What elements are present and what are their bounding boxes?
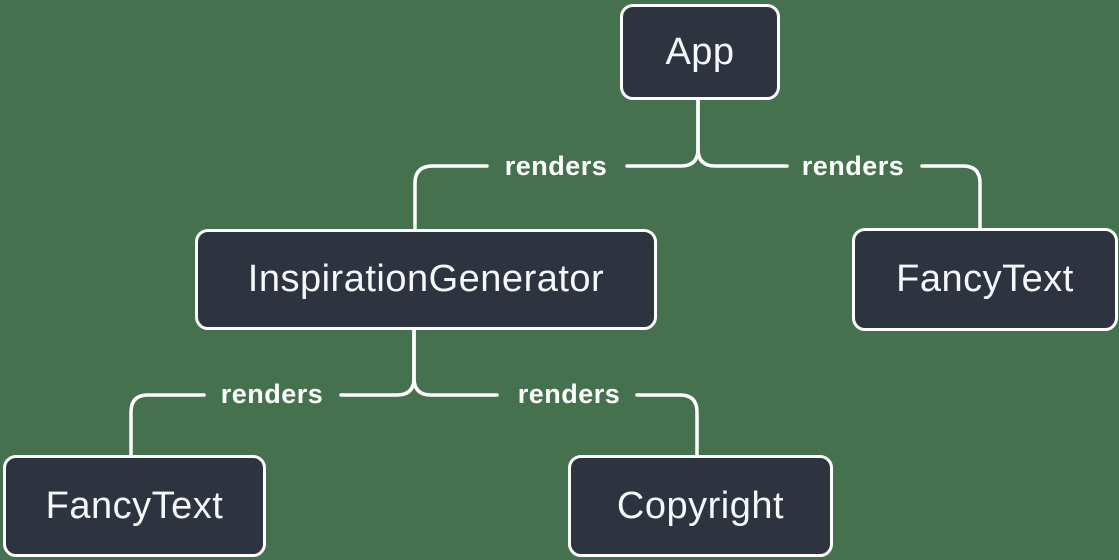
node-copyright-label: Copyright bbox=[616, 484, 785, 527]
edge-inspiration-fancytext-segment bbox=[129, 393, 206, 457]
edge-inspiration-copyright-segment bbox=[635, 393, 699, 457]
edge-app-inspiration-segment bbox=[625, 98, 700, 168]
node-app-label: App bbox=[665, 30, 735, 73]
node-fancy-text-top-right-label: FancyText bbox=[896, 258, 1074, 300]
edge-inspiration-fancytext-segment bbox=[339, 328, 416, 397]
edge-app-fancytext-segment bbox=[696, 98, 789, 168]
node-inspiration-generator-label: InspirationGenerator bbox=[247, 258, 605, 300]
edge-label-inspiration-copyright: renders bbox=[517, 379, 621, 409]
edge-inspiration-copyright-segment bbox=[412, 328, 499, 397]
node-inspiration-generator: InspirationGenerator bbox=[195, 229, 657, 330]
node-fancy-text-bottom-left: FancyText bbox=[3, 455, 266, 557]
edge-label-inspiration-fancytext: renders bbox=[220, 379, 324, 409]
edge-label-app-fancytext: renders bbox=[801, 151, 905, 181]
node-copyright: Copyright bbox=[568, 455, 833, 557]
node-app: App bbox=[620, 4, 780, 100]
edge-app-fancytext-segment bbox=[920, 164, 982, 230]
edge-app-inspiration-segment bbox=[413, 164, 489, 231]
node-fancy-text-bottom-left-label: FancyText bbox=[45, 484, 224, 527]
edge-label-app-inspiration: renders bbox=[504, 151, 608, 181]
node-fancy-text-top-right: FancyText bbox=[852, 228, 1118, 331]
